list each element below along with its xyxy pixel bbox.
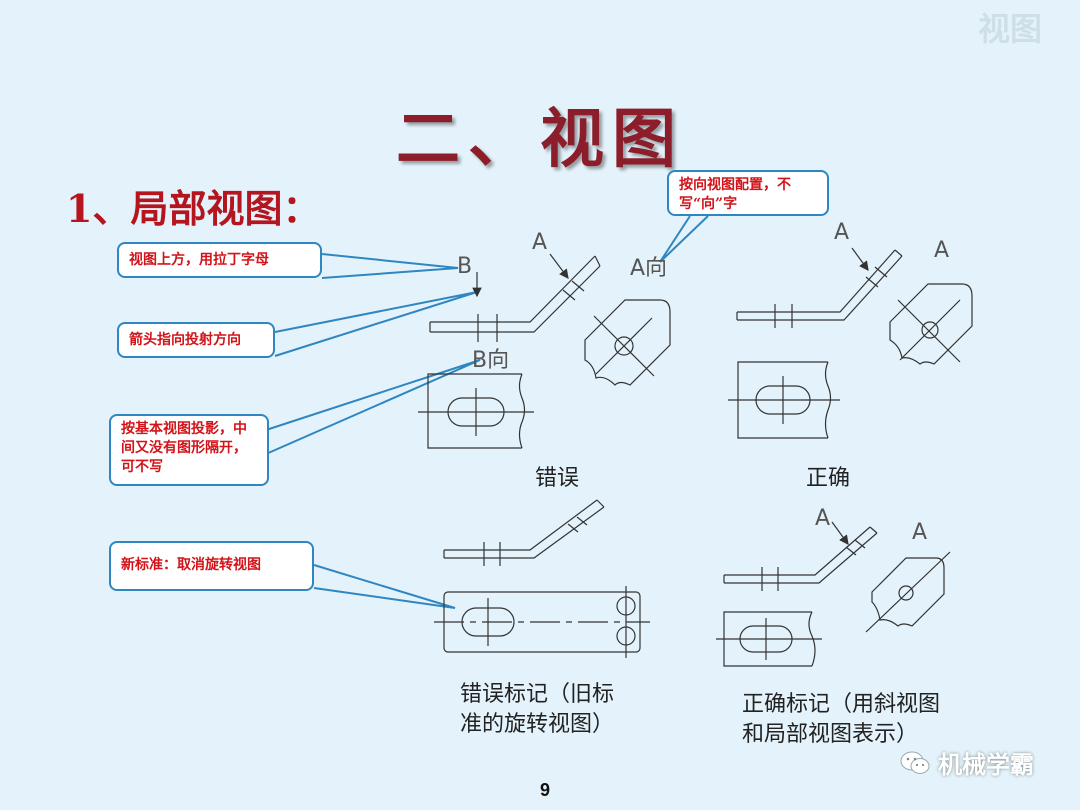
callout-view-top: 视图上方，用拉丁字母 <box>117 242 322 278</box>
drawing-right <box>728 247 973 439</box>
watermark: 视图 <box>978 10 1043 48</box>
leader-view-top <box>321 253 459 279</box>
label-a-br1: A <box>815 506 831 531</box>
leader-basic-view <box>265 359 481 455</box>
brand-name: 机械学霸 <box>938 751 1034 779</box>
callout-leaders <box>265 215 709 609</box>
callout-basic-view: 按基本视图投影，中间又没有图形隔开，可不写 <box>109 414 269 486</box>
caption-wrong-mark: 错误标记（旧标准的旋转视图） <box>460 682 615 737</box>
callout-arrow-dir: 箭头指向投射方向 <box>117 322 275 358</box>
brand-watermark: 机械学霸 <box>900 745 1034 780</box>
label-a-br2: A <box>912 520 928 545</box>
page-title: 二、视图 <box>396 102 684 177</box>
page-number: 9 <box>539 780 550 800</box>
wechat-icon <box>900 751 930 774</box>
label-a-tr2: A <box>934 238 950 263</box>
caption-right: 正确 <box>806 466 851 491</box>
label-a-tr1: A <box>834 220 850 245</box>
label-b: B <box>457 254 473 279</box>
drawing-wrong-mark <box>434 499 650 658</box>
callout-dir-view: 按向视图配置，不写“向”字 <box>667 170 829 216</box>
label-a-tl: A <box>532 230 548 255</box>
section-title: 1、局部视图： <box>66 186 321 231</box>
drawing-right-mark <box>716 521 951 667</box>
callout-new-std: 新标准：取消旋转视图 <box>109 541 314 591</box>
label-b-dir: B向 <box>472 348 510 373</box>
caption-right-mark: 正确标记（用斜视图和局部视图表示） <box>742 692 941 747</box>
leader-arrow-dir <box>274 291 478 357</box>
label-a-dir: A向 <box>630 256 668 281</box>
drawing-wrong <box>418 253 671 449</box>
caption-wrong: 错误 <box>535 466 580 491</box>
leader-new-std <box>313 564 456 609</box>
leader-dir-view <box>659 215 709 263</box>
